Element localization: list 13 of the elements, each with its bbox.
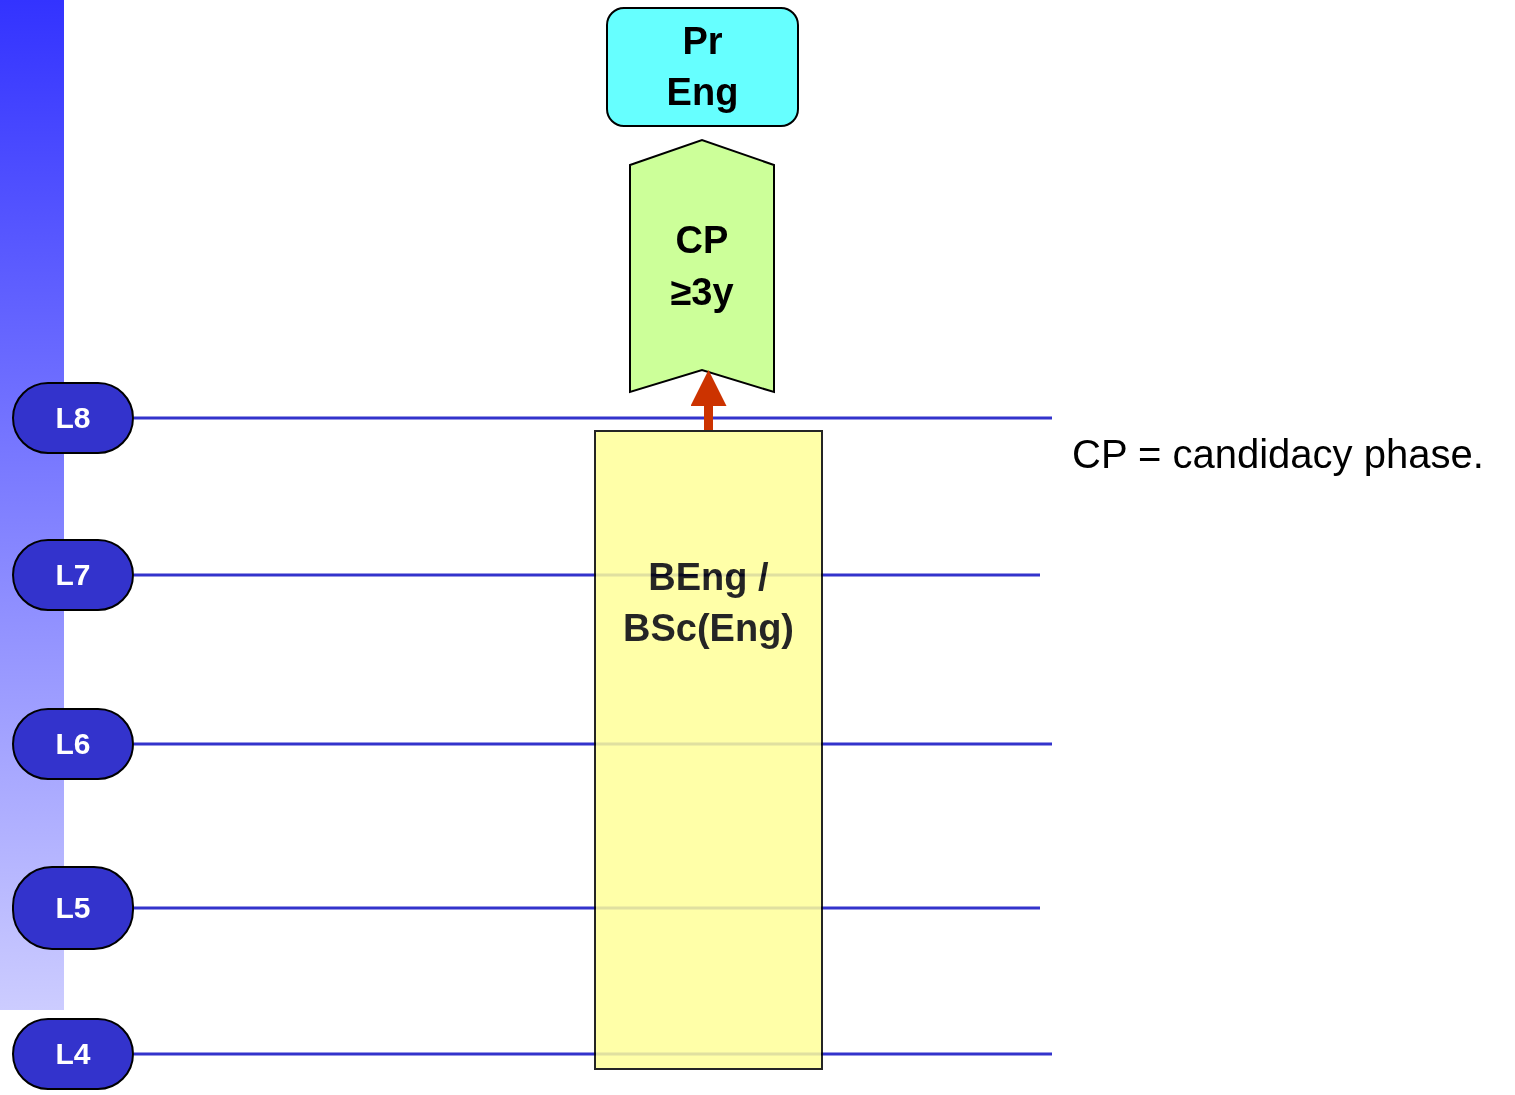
program-bar <box>594 430 823 1070</box>
note-text: CP = candidacy phase. <box>1072 432 1484 477</box>
title-box <box>606 7 799 127</box>
arrow <box>690 370 727 430</box>
level-label: L7 <box>55 556 91 593</box>
level-label: L4 <box>55 1035 91 1072</box>
level-label: L6 <box>55 725 91 762</box>
node-label: BEng / BSc(Eng) <box>622 555 795 652</box>
level-label: L5 <box>55 889 91 926</box>
level-label: L8 <box>55 399 91 436</box>
phase-banner <box>629 140 775 393</box>
node-label: Pr Eng <box>665 18 740 115</box>
node-label: CP ≥3y <box>669 218 735 315</box>
